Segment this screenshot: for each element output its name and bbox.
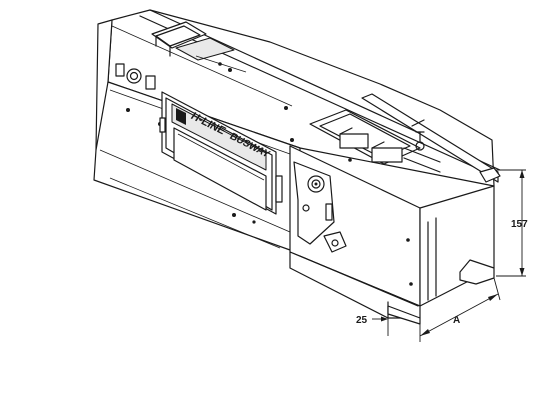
dim-offset-label: 25 (356, 315, 368, 326)
dimension-a: A (419, 277, 501, 342)
left-knockout-small (115, 63, 125, 77)
dim-height-label: 157 (511, 219, 528, 230)
operating-mechanism (290, 138, 413, 286)
dimension-157: 157 (496, 169, 528, 277)
top-left-cutout (151, 21, 247, 73)
mounting-feet (387, 167, 501, 325)
dimension-25: 25 (356, 315, 389, 336)
handle-pivot (307, 175, 325, 193)
top-right-cutout (309, 109, 441, 173)
dim-width-label: A (453, 315, 460, 326)
left-knockout-round (126, 68, 142, 84)
